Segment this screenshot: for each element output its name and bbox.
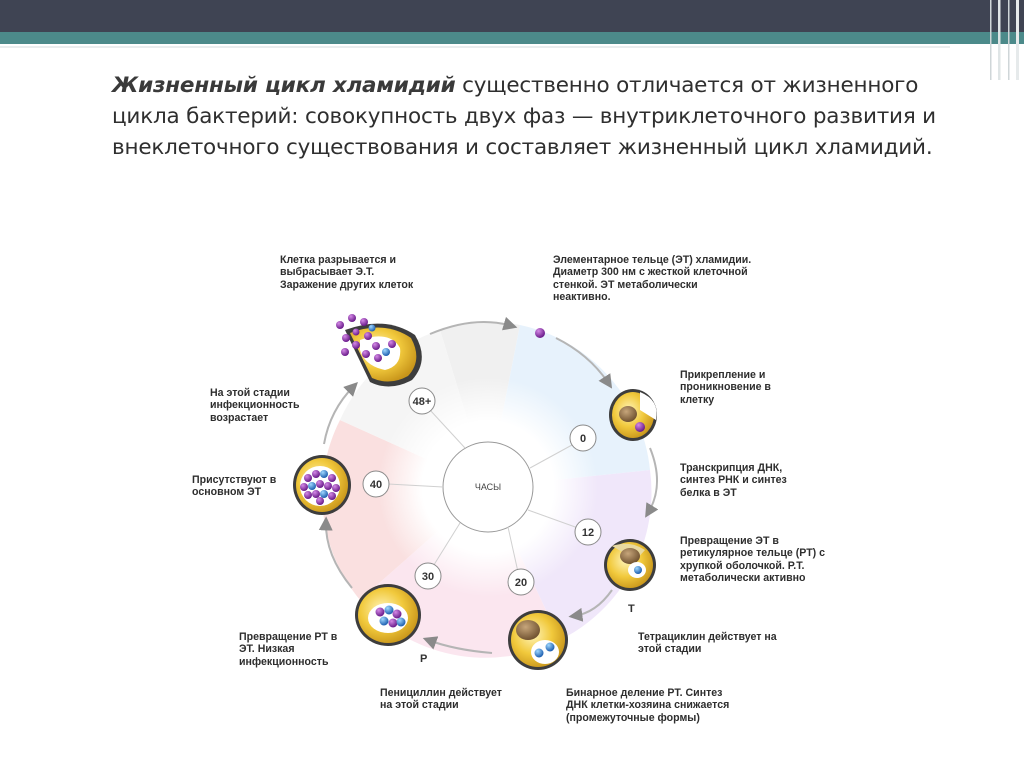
label-infectivity-increases: На этой стадии инфекционность возрастает — [210, 387, 300, 424]
time-marker-30: 30 — [414, 562, 442, 590]
heading-text: существенно отличается от жизненного цик… — [112, 73, 936, 160]
slide-top-bar — [0, 0, 1024, 32]
time-marker-12: 12 — [574, 518, 602, 546]
time-marker-40: 40 — [362, 470, 390, 498]
stage-cell-bursting — [336, 314, 422, 387]
time-marker-48: 48+ — [408, 387, 436, 415]
label-attachment: Прикрепление и проникновение в клетку — [680, 369, 771, 406]
label-present-et: Присутствуют в основном ЭТ — [192, 474, 277, 499]
time-markers: 48+ 0 12 20 30 40 — [362, 387, 602, 596]
time-marker-12-label: 12 — [582, 527, 594, 539]
label-elementary-body: Элементарное тельце (ЭТ) хламидии. Диаме… — [553, 254, 752, 303]
heading-emphasis: Жизненный цикл хламидий — [112, 73, 456, 98]
letter-t: T — [628, 603, 635, 615]
time-marker-30-label: 30 — [422, 571, 434, 583]
label-transcription: Транскрипция ДНК, синтез РНК и синтез бе… — [680, 462, 787, 499]
time-marker-40-label: 40 — [370, 479, 382, 491]
time-marker-0-label: 0 — [580, 433, 586, 445]
label-conversion-et-rt: Превращение ЭТ в ретикулярное тельце (РТ… — [680, 535, 826, 584]
slide-accent-bar — [0, 32, 1024, 44]
label-conversion-rt-et: Превращение РТ в ЭТ. Низкая инфекционнос… — [239, 631, 338, 668]
label-penicillin: Пенициллин действует на этой стадии — [380, 687, 502, 712]
clock-spokes — [387, 409, 579, 573]
time-marker-20-label: 20 — [515, 577, 527, 589]
label-binary-division: Бинарное деление РТ. Синтез ДНК клетки-х… — [566, 687, 730, 724]
time-marker-20: 20 — [507, 568, 535, 596]
label-cell-bursts: Клетка разрывается и выбрасывает Э.Т. За… — [280, 254, 414, 291]
time-marker-0: 0 — [569, 424, 597, 452]
stage-cell-et-to-rt — [604, 539, 656, 591]
slide-divider-line — [0, 46, 950, 48]
elementary-body-dot — [535, 328, 545, 338]
stage-cell-mostly-et — [293, 455, 351, 515]
slide-heading: Жизненный цикл хламидий существенно отли… — [112, 70, 992, 163]
center-clock-label: ЧАСЫ — [475, 482, 501, 492]
cycle-arrows — [318, 316, 659, 654]
letter-p: P — [420, 653, 427, 665]
time-marker-48-label: 48+ — [413, 396, 432, 408]
slide-corner-lines — [990, 0, 1019, 80]
stage-cell-rt-to-et — [355, 584, 421, 646]
stage-cell-binary-division — [508, 610, 568, 670]
stage-cell-attachment — [609, 389, 657, 441]
label-tetracycline: Тетрациклин действует на этой стадии — [638, 631, 777, 656]
